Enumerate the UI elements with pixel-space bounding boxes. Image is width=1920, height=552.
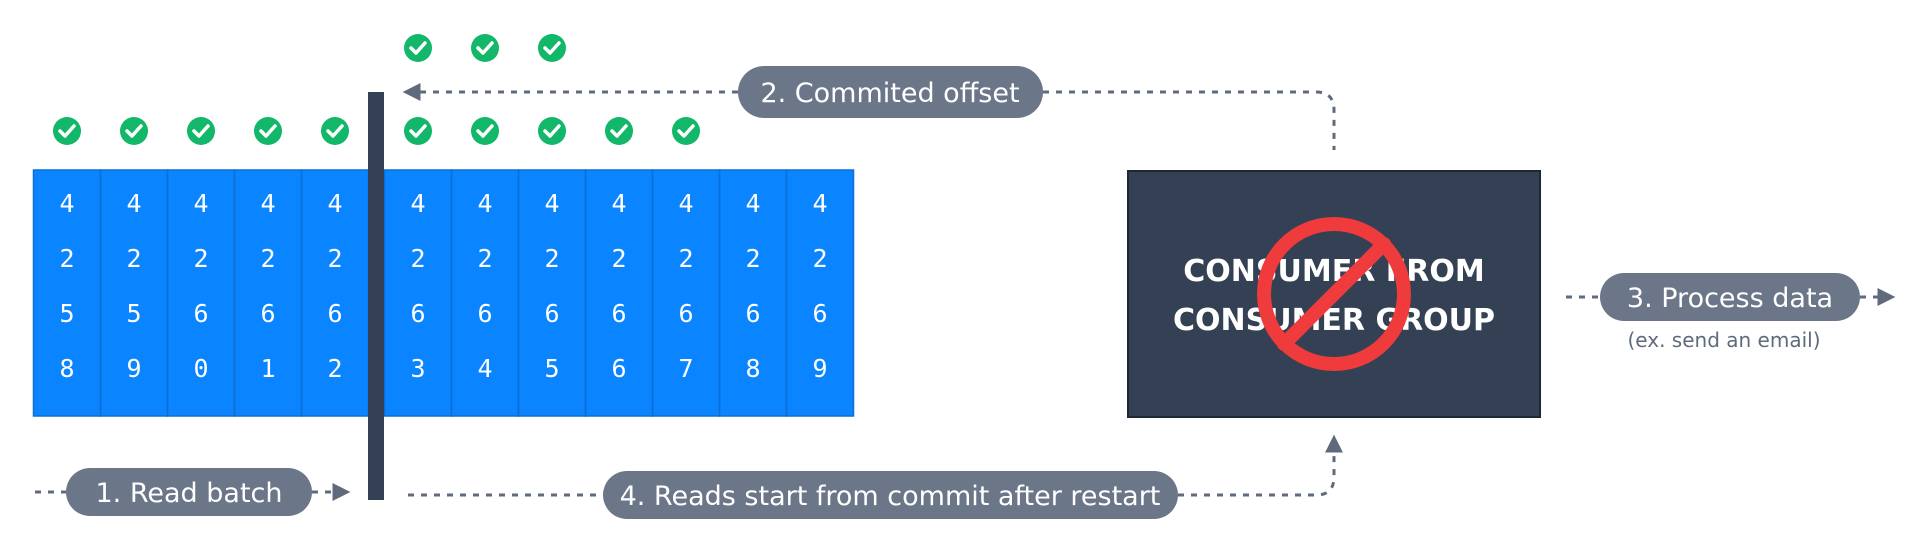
offset-digit: 2 [59,244,74,273]
processed-checkmarks [53,34,700,145]
restart-pill: 4. Reads start from commit after restart [603,471,1178,519]
committed-offset-pill: 2. Commited offset [738,66,1043,118]
offset-digit: 9 [812,354,827,383]
offset-digit: 2 [812,244,827,273]
check-circle-icon [120,117,148,145]
offset-cell: 4 2 6 5 [517,169,587,417]
offset-digit: 8 [745,354,760,383]
consumer-label-line2: CONSUMER GROUP [1173,303,1495,338]
offset-cell: 4 2 5 9 [99,169,169,417]
offset-digit: 6 [193,299,208,328]
offset-digit: 6 [410,299,425,328]
read-batch-pill: 1. Read batch [66,468,312,516]
offset-digit: 0 [193,354,208,383]
offset-digit: 6 [812,299,827,328]
offset-cell: 4 2 5 8 [32,169,102,417]
check-circle-icon [254,117,282,145]
offset-digit: 4 [745,189,760,218]
offset-digit: 2 [745,244,760,273]
offset-digit: 2 [544,244,559,273]
offset-digit: 4 [327,189,342,218]
check-circle-icon [672,117,700,145]
offset-digit: 8 [59,354,74,383]
offset-cell: 4 2 6 2 [300,169,370,417]
offset-digit: 2 [327,354,342,383]
offset-digit: 2 [477,244,492,273]
check-circle-icon [471,117,499,145]
offset-digit: 4 [812,189,827,218]
commit-marker-bar [368,92,384,500]
offset-digit: 4 [678,189,693,218]
check-circle-icon [53,117,81,145]
offset-digit: 4 [260,189,275,218]
process-data-note: (ex. send an email) [1627,328,1820,352]
check-circle-icon [605,117,633,145]
offset-digit: 4 [193,189,208,218]
check-circle-icon [404,34,432,62]
committed-offset-connector [1043,90,1336,150]
offset-digit: 2 [410,244,425,273]
offset-digit: 4 [410,189,425,218]
offset-digit: 6 [477,299,492,328]
offset-digit: 7 [678,354,693,383]
offset-digit: 6 [260,299,275,328]
offset-digit: 4 [544,189,559,218]
offset-digit: 6 [611,299,626,328]
partition-log: 4 2 5 8 4 2 5 9 4 2 6 0 4 2 6 1 4 2 6 2 4 2 6 3 4 2 6 4 4 2 6 5 4 2 6 6 4 2 6 7… [32,169,855,417]
offset-digit: 3 [410,354,425,383]
offset-digit: 2 [611,244,626,273]
process-data-label: 3. Process data [1627,283,1833,314]
offset-cell: 4 2 6 4 [450,169,520,417]
offset-cell: 4 2 6 6 [584,169,654,417]
offset-cell: 4 2 6 0 [166,169,236,417]
offset-digit: 2 [678,244,693,273]
check-circle-icon [538,34,566,62]
prohibited-icon [1257,217,1411,371]
offset-digit: 6 [544,299,559,328]
restart-label: 4. Reads start from commit after restart [620,481,1161,512]
offset-digit: 2 [327,244,342,273]
check-circle-icon [404,117,432,145]
offset-digit: 4 [611,189,626,218]
offset-digit: 4 [126,189,141,218]
offset-digit: 2 [126,244,141,273]
check-circle-icon [321,117,349,145]
check-circle-icon [538,117,566,145]
offset-digit: 6 [745,299,760,328]
offset-digit: 5 [544,354,559,383]
offset-digit: 5 [126,299,141,328]
offset-digit: 1 [260,354,275,383]
offset-digit: 2 [260,244,275,273]
offset-digit: 5 [59,299,74,328]
offset-digit: 4 [59,189,74,218]
offset-cell: 4 2 6 7 [651,169,721,417]
offset-digit: 6 [327,299,342,328]
offset-digit: 6 [678,299,693,328]
offset-digit: 2 [193,244,208,273]
check-circle-icon [471,34,499,62]
check-circle-icon [187,117,215,145]
offset-cell-border [785,169,855,417]
offset-digit: 9 [126,354,141,383]
consumer-label-line1: CONSUMER FROM [1183,254,1484,289]
read-batch-label: 1. Read batch [96,478,283,509]
committed-offset-label: 2. Commited offset [760,78,1019,109]
offset-cell: 4 2 6 9 [785,169,855,417]
log-segment-pending [384,170,853,416]
offset-digit: 4 [477,354,492,383]
process-data-pill: 3. Process data [1600,273,1860,321]
offset-digit: 4 [477,189,492,218]
offset-digit: 6 [611,354,626,383]
restart-arrow [1178,434,1343,497]
log-segment-committed [34,170,369,416]
